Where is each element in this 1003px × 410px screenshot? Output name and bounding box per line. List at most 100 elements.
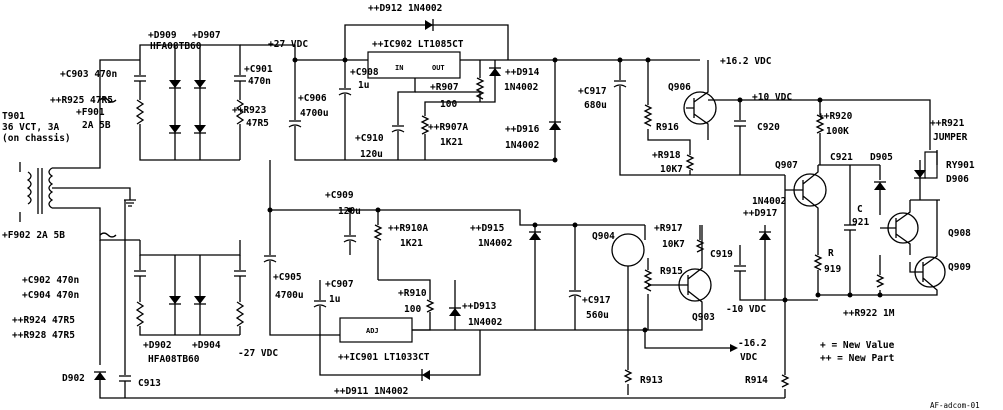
d915-label: ++D915 bbox=[470, 223, 505, 234]
c917b-value: 560u bbox=[586, 310, 609, 321]
minus16-unit: VDC bbox=[740, 352, 757, 363]
q904-transistor bbox=[611, 233, 645, 267]
d905-label: D905 bbox=[870, 152, 893, 163]
legend-new-value: + = New Value bbox=[820, 340, 895, 351]
ic902-in: IN bbox=[395, 64, 403, 72]
ic901-adj: ADJ bbox=[366, 327, 379, 335]
jumper-label: JUMPER bbox=[933, 132, 968, 143]
minus10-label: -10 VDC bbox=[726, 304, 766, 315]
ic902-out: OUT bbox=[432, 64, 445, 72]
q906-transistor bbox=[683, 91, 717, 125]
c905-value: 4700u bbox=[275, 290, 304, 301]
r923-label: ++R923 bbox=[232, 105, 267, 116]
t901-rating: 36 VCT, 3A bbox=[2, 122, 59, 133]
q909-label: Q909 bbox=[948, 262, 971, 273]
plus10-label: +10 VDC bbox=[752, 92, 792, 103]
ic902-label: ++IC902 LT1085CT bbox=[372, 39, 464, 50]
c921-num: 921 bbox=[852, 217, 869, 228]
r917-label: +R917 bbox=[654, 223, 683, 234]
c903-label: +C903 470n bbox=[60, 69, 117, 80]
r928-label: ++R928 47R5 bbox=[12, 330, 75, 341]
c904-label: +C904 470n bbox=[22, 290, 79, 301]
plus16-label: +16.2 VDC bbox=[720, 56, 772, 67]
c902-label: +C902 470n bbox=[22, 275, 79, 286]
c901-value: 470n bbox=[248, 76, 271, 87]
c910-label: +C910 bbox=[355, 133, 384, 144]
ic902-regulator bbox=[367, 51, 461, 79]
f901-value: 2A 5B bbox=[82, 120, 111, 131]
c913-label: C913 bbox=[138, 378, 161, 389]
fuse-f901 bbox=[99, 97, 117, 103]
d917-label: ++D917 bbox=[743, 208, 777, 219]
c909-label: +C909 bbox=[325, 190, 354, 201]
c908-label: +C908 bbox=[350, 67, 379, 78]
r924-label: ++R924 47R5 bbox=[12, 315, 75, 326]
r915-label: R915 bbox=[660, 266, 683, 277]
c910-value: 120u bbox=[360, 149, 383, 160]
r916-label: R916 bbox=[656, 122, 679, 133]
c917a-label: +C917 bbox=[578, 86, 607, 97]
r919-value: 919 bbox=[824, 264, 841, 275]
d913-value: 1N4002 bbox=[468, 317, 502, 328]
r920-value: 100K bbox=[826, 126, 849, 137]
r920-label: ++R920 bbox=[818, 111, 853, 122]
d911-label: ++D911 1N4002 bbox=[334, 386, 408, 397]
d915-value: 1N4002 bbox=[478, 238, 512, 249]
transformer-t901 bbox=[19, 59, 140, 241]
ic901-regulator bbox=[339, 317, 413, 343]
r925-label: ++R925 47R5 bbox=[50, 95, 113, 106]
d914-label: ++D914 bbox=[505, 67, 540, 78]
relay-ry901 bbox=[924, 151, 938, 179]
r922-label: ++R922 1M bbox=[843, 308, 895, 319]
minus27-label: -27 VDC bbox=[238, 348, 278, 359]
c909-value: 120u bbox=[338, 206, 361, 217]
r914-label: R914 bbox=[745, 375, 768, 386]
c906-value: 4700u bbox=[300, 108, 329, 119]
c917a-value: 680u bbox=[584, 100, 607, 111]
d909-label: +D909 bbox=[148, 30, 177, 41]
r917-value: 10K7 bbox=[662, 239, 685, 250]
minus16-label: -16.2 bbox=[738, 338, 767, 349]
q904-label: Q904 bbox=[592, 231, 615, 242]
d907-label: +D907 bbox=[192, 30, 221, 41]
c920-label: C920 bbox=[757, 122, 780, 133]
r907a-label: ++R907A bbox=[428, 122, 468, 133]
d904-label: +D904 bbox=[192, 340, 221, 351]
f901-label: +F901 bbox=[76, 107, 105, 118]
d917-type: 1N4002 bbox=[752, 196, 786, 207]
r918-value: 10K7 bbox=[660, 164, 683, 175]
c908-value: 1u bbox=[358, 80, 369, 91]
r919-label: R bbox=[828, 248, 834, 259]
c919-label: C919 bbox=[710, 249, 733, 260]
d906-label: D906 bbox=[946, 174, 969, 185]
c921-label: C921 bbox=[830, 152, 853, 163]
c921-c: C bbox=[857, 204, 863, 215]
c906-label: +C906 bbox=[298, 93, 327, 104]
q907-label: Q907 bbox=[775, 160, 798, 171]
ry901-label: RY901 bbox=[946, 160, 975, 171]
r910a-value: 1K21 bbox=[400, 238, 423, 249]
d902b-label: D902 bbox=[62, 373, 85, 384]
footer-label: AF-adcom-01 bbox=[930, 401, 980, 410]
ic901-label: ++IC901 LT1033CT bbox=[338, 352, 430, 363]
r913-label: R913 bbox=[640, 375, 663, 386]
d916-label: ++D916 bbox=[505, 124, 540, 135]
plus27-label: +27 VDC bbox=[268, 39, 308, 50]
c905-label: +C905 bbox=[273, 272, 302, 283]
c907-label: +C907 bbox=[325, 279, 354, 290]
r910-label: +R910 bbox=[398, 288, 427, 299]
t901-label: T901 bbox=[2, 111, 25, 122]
q908-label: Q908 bbox=[948, 228, 971, 239]
legend-new-part: ++ = New Part bbox=[820, 353, 894, 364]
r910a-label: ++R910A bbox=[388, 223, 428, 234]
r923-value: 47R5 bbox=[246, 118, 269, 129]
q906-label: Q906 bbox=[668, 82, 691, 93]
f902-label: +F902 2A 5B bbox=[2, 230, 65, 241]
d914-value: 1N4002 bbox=[504, 82, 538, 93]
c901-label: +C901 bbox=[244, 64, 273, 75]
d916-value: 1N4002 bbox=[505, 140, 539, 151]
hfa-bot-label: HFA08TB60 bbox=[148, 354, 200, 365]
q903-label: Q903 bbox=[692, 312, 715, 323]
c917b-label: +C917 bbox=[582, 295, 611, 306]
